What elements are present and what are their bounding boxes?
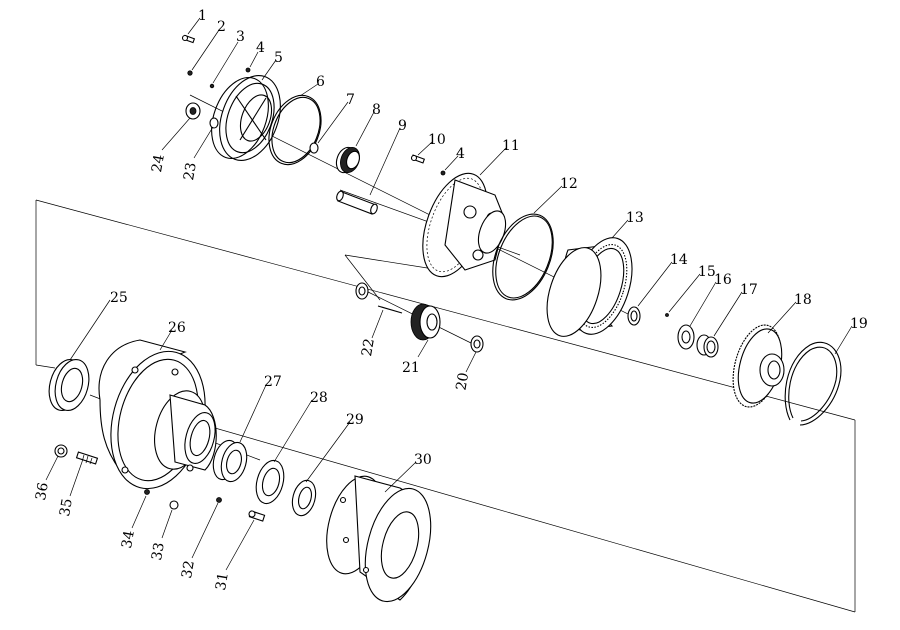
label-part-28: 28: [310, 390, 328, 406]
hub-housing-part-26: [98, 339, 217, 490]
label-part-19: 19: [850, 316, 868, 332]
washer-part-4b: [440, 170, 446, 176]
leader-lines: [45, 17, 853, 571]
label-part-8: 8: [372, 102, 381, 118]
label-part-21: 21: [402, 360, 420, 376]
sun-gear-part-18: [732, 324, 785, 408]
ring-gear-part-13: [546, 237, 633, 337]
label-part-24: 24: [149, 153, 168, 173]
planet-gear-part-21: [410, 303, 441, 341]
nut-part-33: [169, 500, 179, 510]
o-ring-part-12: [492, 213, 554, 301]
part-labels: 1 2 3 4 5 6 7 8 9 10 4 11 12 13 14 15 16…: [33, 8, 868, 592]
wheel-nut-part-36: [54, 444, 68, 458]
bolt-part-31: [248, 510, 266, 522]
label-part-12: 12: [560, 176, 578, 192]
brake-drum-part-30: [326, 475, 432, 603]
label-part-31: 31: [213, 571, 232, 591]
plug-part-24: [185, 102, 201, 120]
label-part-29: 29: [346, 412, 364, 428]
needle-part-22: [377, 305, 403, 314]
label-part-2: 2: [217, 19, 226, 35]
label-part-6: 6: [316, 74, 325, 90]
label-part-7: 7: [346, 92, 355, 108]
thrust-washer-part-16: [677, 324, 695, 350]
label-part-30: 30: [414, 452, 432, 468]
shaft-pin-part-9: [336, 190, 378, 215]
snap-ring-part-19: [784, 341, 842, 426]
bearing-part-27: [212, 439, 248, 483]
label-part-20: 20: [453, 371, 472, 391]
label-part-27: 27: [264, 374, 282, 390]
washer-part-20: [470, 335, 484, 353]
label-part-4: 4: [256, 40, 265, 56]
planet-gear-part-8: [335, 146, 360, 174]
label-part-11: 11: [502, 138, 520, 154]
label-part-22: 22: [359, 337, 378, 357]
label-part-36: 36: [33, 481, 52, 501]
label-part-10: 10: [428, 132, 446, 148]
label-part-34: 34: [119, 529, 138, 549]
seal-ring-part-23: [209, 117, 219, 129]
label-part-13: 13: [626, 210, 644, 226]
seal-ring-part-29: [291, 479, 317, 517]
label-part-5: 5: [274, 50, 283, 66]
label-part-3: 3: [236, 29, 245, 45]
label-part-17: 17: [740, 282, 758, 298]
label-part-32: 32: [179, 559, 198, 579]
o-ring-part-6: [268, 94, 322, 166]
label-part-9: 9: [398, 118, 407, 134]
label-part-23: 23: [181, 161, 200, 181]
cover-plate-part-5: [211, 75, 281, 161]
snap-ring-part-7: [309, 142, 319, 154]
ball-part-15: [665, 313, 669, 317]
label-part-1: 1: [198, 8, 207, 24]
washer-part-34: [144, 489, 150, 495]
pin-part-3: [209, 83, 215, 89]
washer-part-22b: [355, 282, 369, 300]
planet-carrier-part-11: [422, 172, 507, 278]
label-part-15: 15: [698, 264, 716, 280]
oil-seal-part-25: [48, 358, 90, 412]
washer-part-14: [627, 306, 641, 326]
label-part-35: 35: [57, 497, 76, 517]
bushing-part-17: [696, 334, 719, 358]
label-part-33: 33: [149, 541, 168, 561]
label-part-25: 25: [110, 290, 128, 306]
bolt-part-10: [410, 154, 426, 164]
label-part-16: 16: [714, 272, 732, 288]
label-part-4b: 4: [456, 146, 465, 162]
seal-part-28: [255, 459, 285, 505]
washer-part-4a: [245, 67, 251, 73]
bolt-part-1: [181, 34, 196, 44]
washer-part-32: [216, 497, 222, 503]
wheel-stud-part-35: [75, 451, 99, 465]
label-part-18: 18: [794, 292, 812, 308]
label-part-26: 26: [168, 320, 186, 336]
label-part-14: 14: [670, 252, 688, 268]
washer-part-2: [187, 70, 193, 76]
